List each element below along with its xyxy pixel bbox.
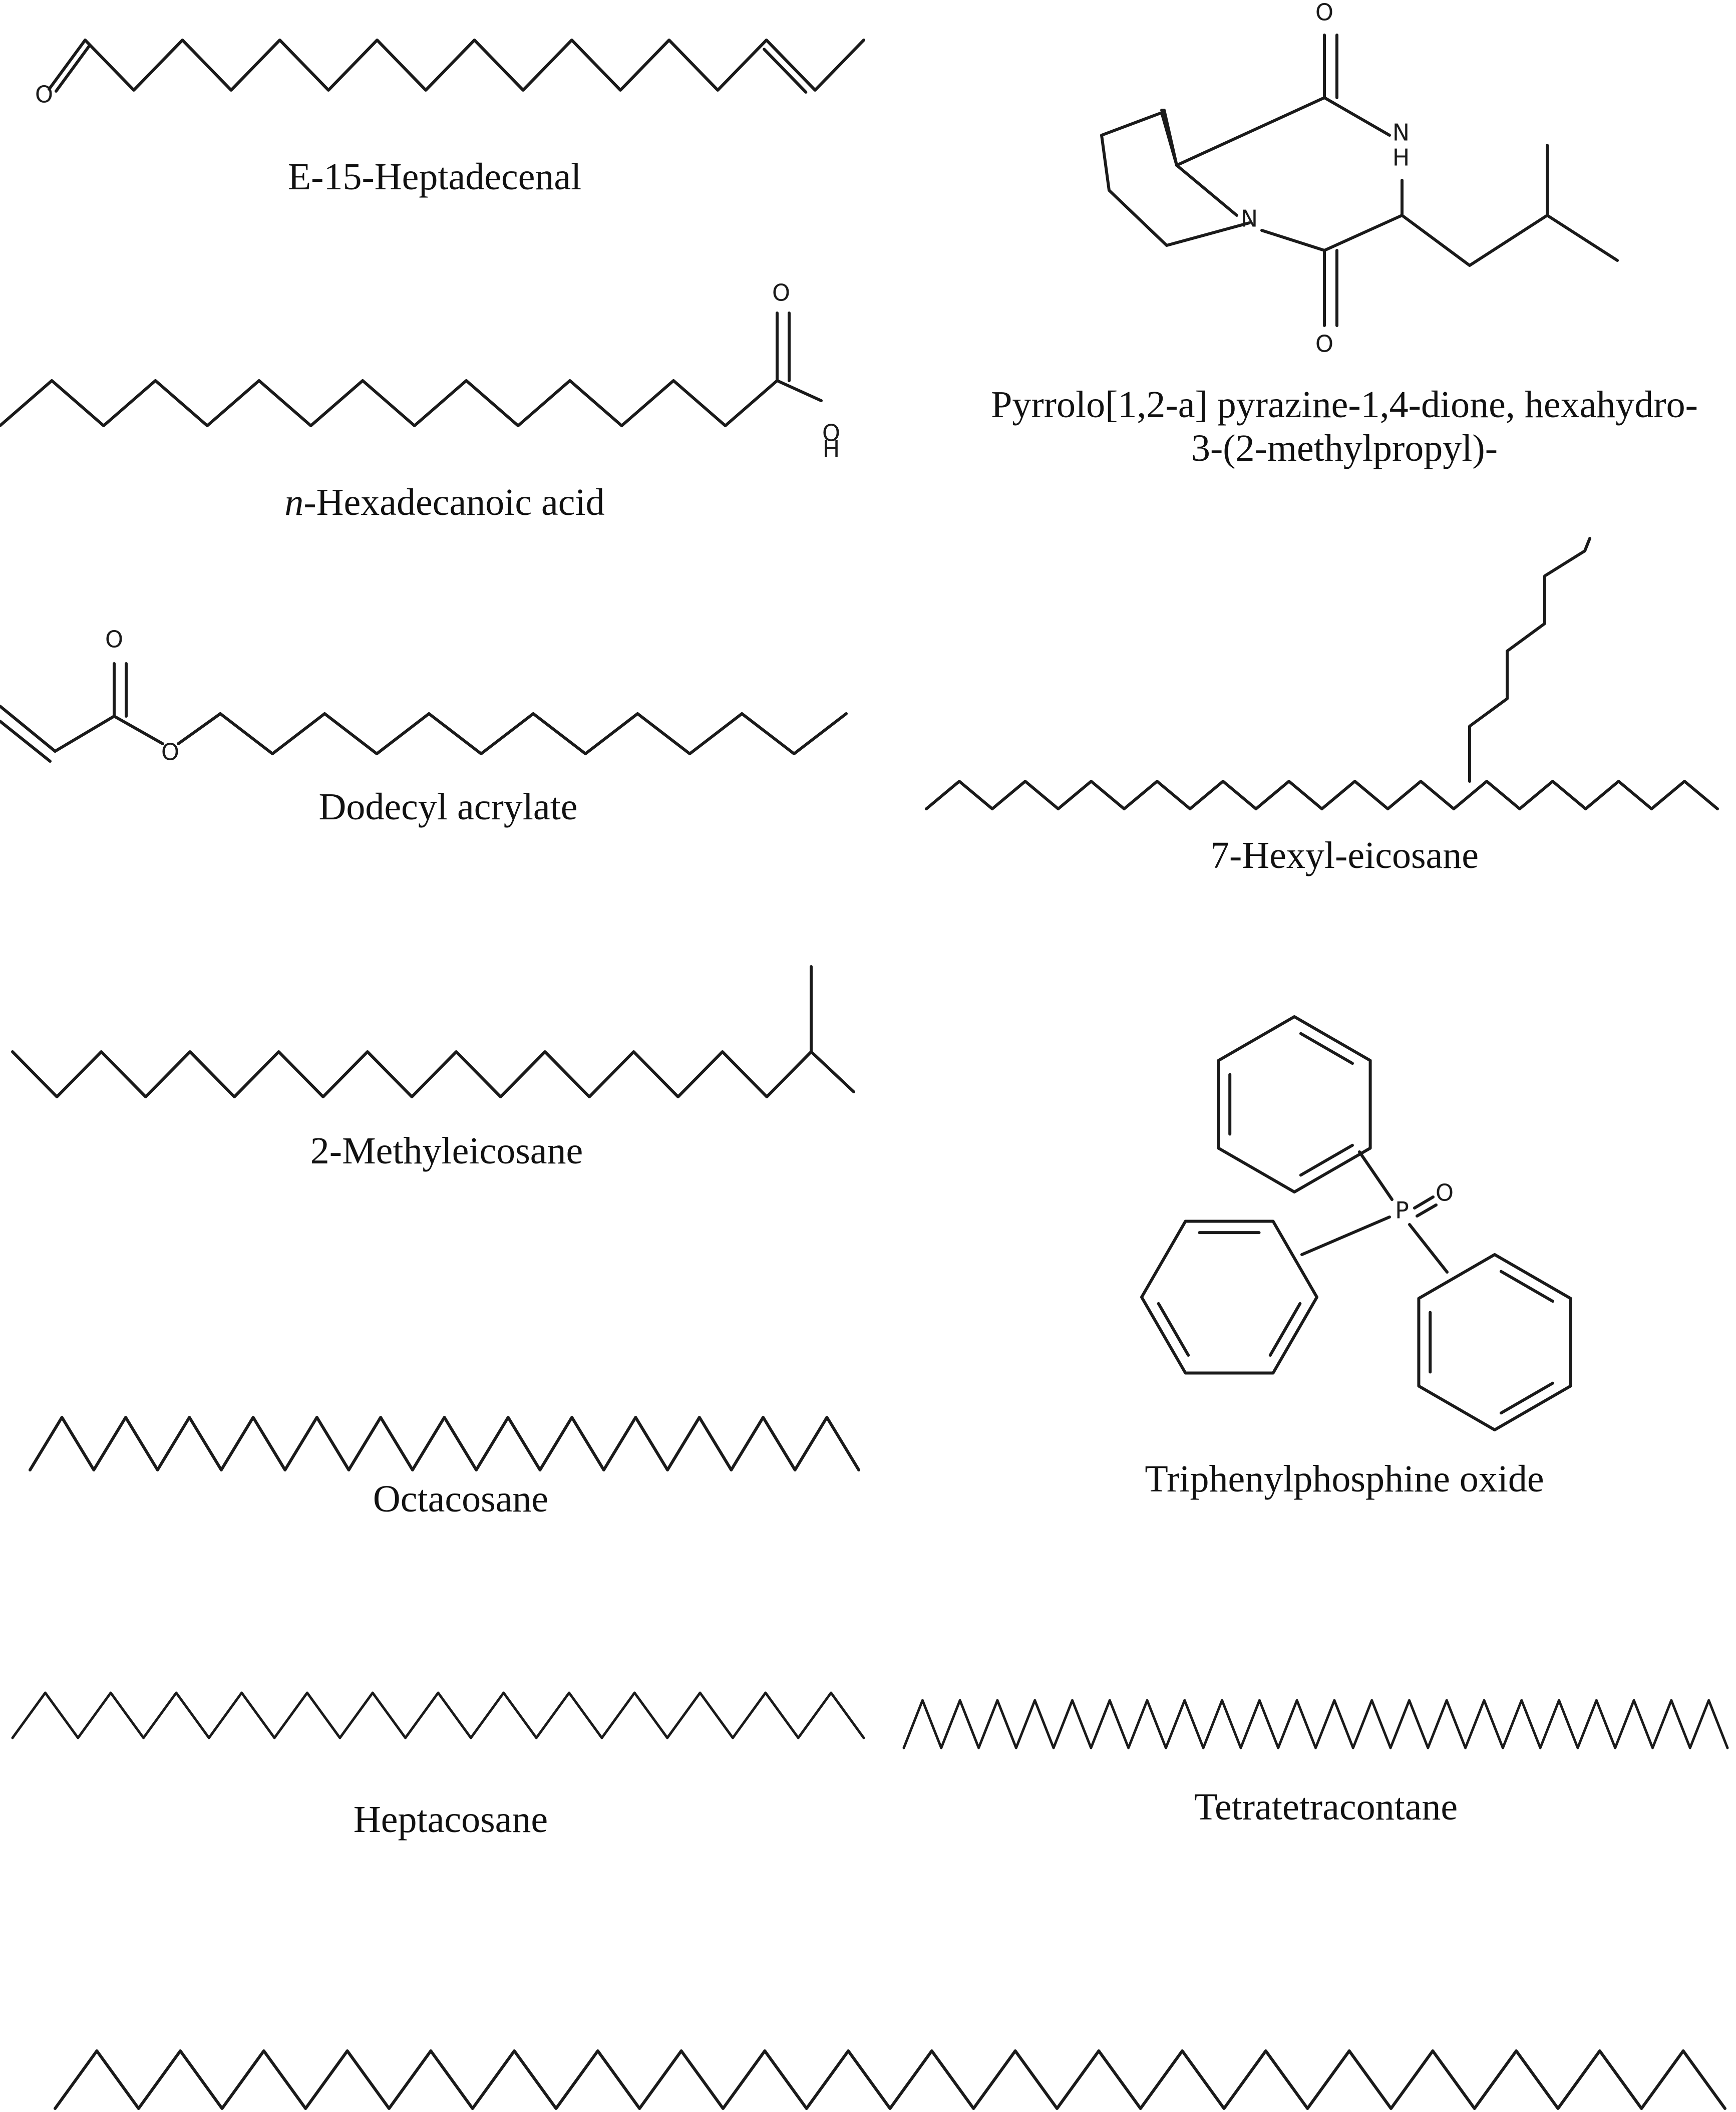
- isobutyl-chain: [1401, 214, 1619, 267]
- aromatic-double-bond: [1157, 1302, 1190, 1357]
- main-carbon-chain: [925, 780, 1719, 810]
- aromatic-double-bond: [1299, 1143, 1354, 1177]
- label-name-rest: -Hexadecanoic acid: [303, 481, 605, 523]
- atom-nitrogen-amide: N: [1393, 119, 1410, 146]
- hydroxyl-bond: [776, 379, 823, 402]
- terminal-bond: [810, 1050, 855, 1093]
- structure-7-hexyl-eicosane: [925, 537, 1719, 810]
- label-pyrrolo-pyrazine: Pyrrolo[1,2-a] pyrazine-1,4-dione, hexah…: [991, 383, 1698, 471]
- aromatic-double-bond: [1299, 1032, 1354, 1065]
- atom-nitrogen-ring: N: [1241, 205, 1258, 232]
- atom-oxygen: O: [1436, 1179, 1454, 1206]
- atom-hydrogen-hydroxyl: H: [823, 436, 840, 463]
- label-dodecyl-acrylate: Dodecyl acrylate: [318, 786, 578, 828]
- atom-oxygen-carbonyl: O: [772, 279, 790, 307]
- p-phenyl-bond: [1358, 1150, 1394, 1201]
- aldehyde-bond: [48, 39, 87, 91]
- structure-e15-heptadecenal: O: [35, 39, 865, 108]
- atom-hydrogen-amide: H: [1393, 144, 1410, 171]
- ester-bond: [177, 712, 222, 745]
- carbon-chain: [219, 712, 848, 755]
- carbon-chain: [11, 1691, 865, 1739]
- ester-bond: [113, 715, 164, 745]
- bond: [1175, 96, 1326, 167]
- label-2-methyleicosane: 2-Methyleicosane: [310, 1130, 583, 1172]
- label-heptacosane: Heptacosane: [353, 1798, 548, 1841]
- vinyl-bond: [0, 705, 57, 753]
- structure-dodecyl-acrylate: OO: [0, 626, 848, 766]
- carbon-chain: [11, 1050, 813, 1098]
- label-italic-prefix: n: [284, 481, 304, 523]
- label-e15-heptadecenal: E-15-Heptadecenal: [287, 156, 582, 198]
- ring-bond: [1217, 1015, 1372, 1193]
- carbon-chain: [902, 1699, 1729, 1749]
- phenyl-ring-left: [1140, 1220, 1318, 1375]
- carbon-chain: [54, 2049, 1726, 2110]
- bond: [1160, 111, 1178, 167]
- p-phenyl-bond: [1408, 1223, 1449, 1274]
- ring-bond: [1417, 1253, 1572, 1431]
- atom-oxygen: O: [35, 81, 53, 108]
- bond: [1323, 96, 1391, 137]
- po-double-bond: [1416, 1203, 1438, 1218]
- hexyl-branch: [1468, 537, 1591, 783]
- label-7-hexyl-eicosane: 7-Hexyl-eicosane: [1210, 834, 1479, 876]
- bond: [1260, 229, 1326, 252]
- atom-oxygen-ester: O: [161, 739, 179, 766]
- structure-heptacosane: [11, 1691, 865, 1739]
- structure-triphenylphosphine-oxide: PO: [1140, 1015, 1572, 1431]
- atom-oxygen-bottom: O: [1315, 331, 1333, 358]
- label-tetratetracontane: Tetratetracontane: [1194, 1786, 1458, 1828]
- aromatic-double-bond: [1268, 1302, 1302, 1357]
- vinyl-double-bond: [0, 720, 52, 763]
- carbon-chain: [29, 1416, 860, 1471]
- label-pyrrolo-line2: 3-(2-methylpropyl)-: [1191, 427, 1498, 470]
- label-octacosane: Octacosane: [373, 1478, 549, 1520]
- bond: [54, 715, 116, 753]
- structure-octacosane: [29, 1416, 860, 1471]
- structure-n-hexadecanoic-acid: OOH: [0, 279, 840, 463]
- carbon-chain: [84, 39, 865, 92]
- pyrrolidine-ring: [1100, 111, 1251, 247]
- label-n-hexadecanoic-acid: n-Hexadecanoic acid: [284, 481, 604, 524]
- atom-oxygen-top: O: [1315, 0, 1333, 26]
- po-double-bond: [1413, 1195, 1435, 1210]
- label-triphenylphosphine-oxide: Triphenylphosphine oxide: [1145, 1458, 1544, 1500]
- aldehyde-double-bond: [55, 45, 91, 93]
- label-pyrrolo-line1: Pyrrolo[1,2-a] pyrazine-1,4-dione, hexah…: [991, 384, 1698, 426]
- atom-phosphorus: P: [1395, 1197, 1409, 1224]
- structure-bottom-chain: [54, 2049, 1726, 2110]
- ring-bond: [1140, 1220, 1318, 1375]
- atom-oxygen-hydroxyl: O: [822, 420, 840, 447]
- p-phenyl-bond: [1300, 1216, 1391, 1256]
- atom-oxygen-carbonyl: O: [105, 626, 123, 653]
- aromatic-double-bond: [1499, 1381, 1554, 1415]
- aromatic-double-bond: [1499, 1270, 1554, 1303]
- alkene-double-bond: [763, 48, 808, 94]
- phenyl-ring-top: [1217, 1015, 1372, 1193]
- structure-tetratetracontane: [902, 1699, 1729, 1749]
- structure-2-methyleicosane: [11, 965, 855, 1098]
- carbon-chain: [0, 379, 779, 427]
- bond: [1323, 214, 1404, 252]
- phenyl-ring-right: [1417, 1253, 1572, 1431]
- bond: [1175, 164, 1238, 217]
